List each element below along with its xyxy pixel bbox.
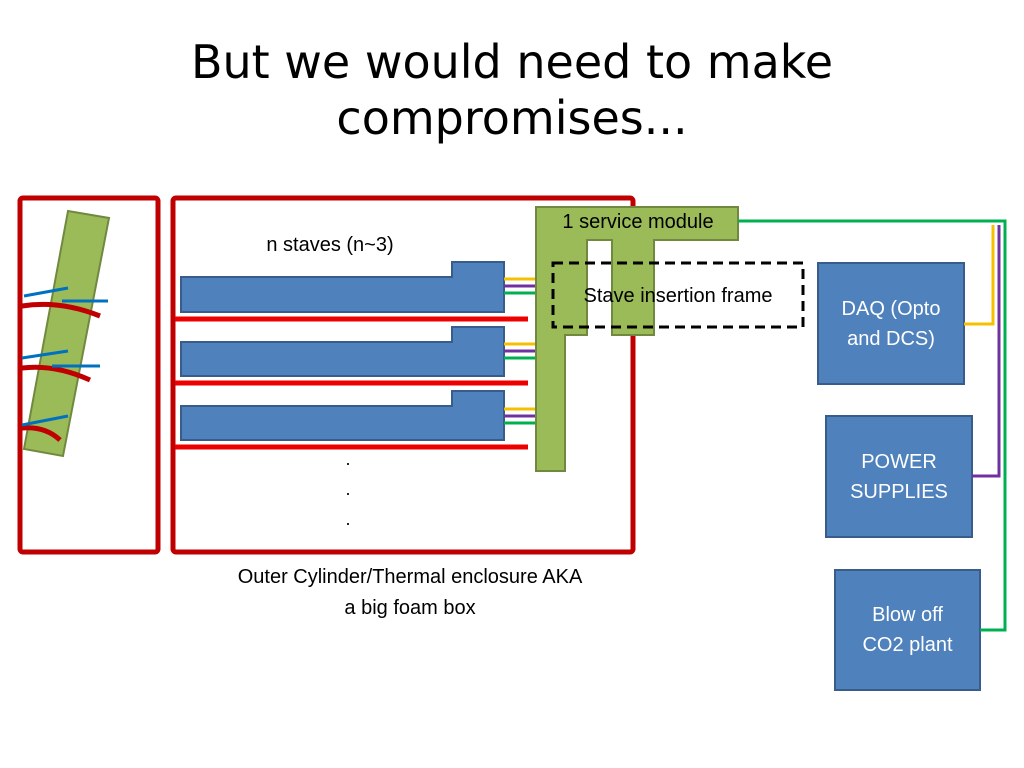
staves-label: n staves (n~3)	[266, 234, 394, 256]
co2-plant-label: Blow off CO2 plant	[835, 570, 980, 690]
end-view-pipe	[21, 414, 69, 427]
title-line-2: compromises...	[336, 91, 688, 145]
daq-label: DAQ (Opto and DCS)	[818, 263, 964, 384]
insertion-frame	[551, 261, 805, 329]
end-view-pipe	[21, 349, 69, 360]
co2-label-line-2: CO2 plant	[862, 634, 953, 656]
green-service-line	[738, 219, 1007, 632]
dot: ·	[345, 483, 351, 503]
slide-title: But we would need to make compromises...	[62, 34, 962, 146]
end-view-stave	[22, 209, 111, 458]
stave	[180, 390, 505, 441]
power-label-line-2: SUPPLIES	[850, 480, 948, 503]
stave-service-lines	[504, 277, 536, 425]
co2-plant-box	[834, 569, 981, 691]
end-view-pipe	[23, 286, 69, 298]
end-view-rail	[21, 301, 101, 319]
service-module-label: 1 service module	[562, 211, 714, 233]
service-module	[535, 206, 739, 472]
daq-label-line-1: DAQ (Opto	[841, 297, 941, 320]
power-supplies-label: POWER SUPPLIES	[826, 416, 972, 537]
dot: ·	[345, 513, 351, 533]
end-view-rail	[21, 364, 92, 383]
end-view-rail	[21, 425, 62, 442]
dot: ·	[345, 453, 351, 473]
enclosure-label-line-1: Outer Cylinder/Thermal enclosure AKA	[237, 566, 583, 588]
insertion-frame-label: Stave insertion frame	[583, 285, 773, 307]
co2-label-line-1: Blow off	[872, 604, 943, 626]
yellow-service-line	[964, 225, 995, 326]
power-label-line-1: POWER	[861, 450, 937, 473]
enclosure-label-line-2: a big foam box	[344, 597, 476, 619]
enclosure-label: Outer Cylinder/Thermal enclosure AKA a b…	[180, 562, 640, 624]
stave	[180, 261, 505, 313]
end-view-box	[17, 195, 161, 555]
stave	[180, 326, 505, 377]
daq-label-line-2: and DCS)	[847, 327, 935, 350]
purple-service-line	[972, 225, 1001, 478]
enclosure-box	[170, 195, 636, 555]
continuation-dots: · · ·	[338, 448, 358, 538]
title-line-1: But we would need to make	[190, 35, 834, 89]
daq-box	[817, 262, 965, 385]
